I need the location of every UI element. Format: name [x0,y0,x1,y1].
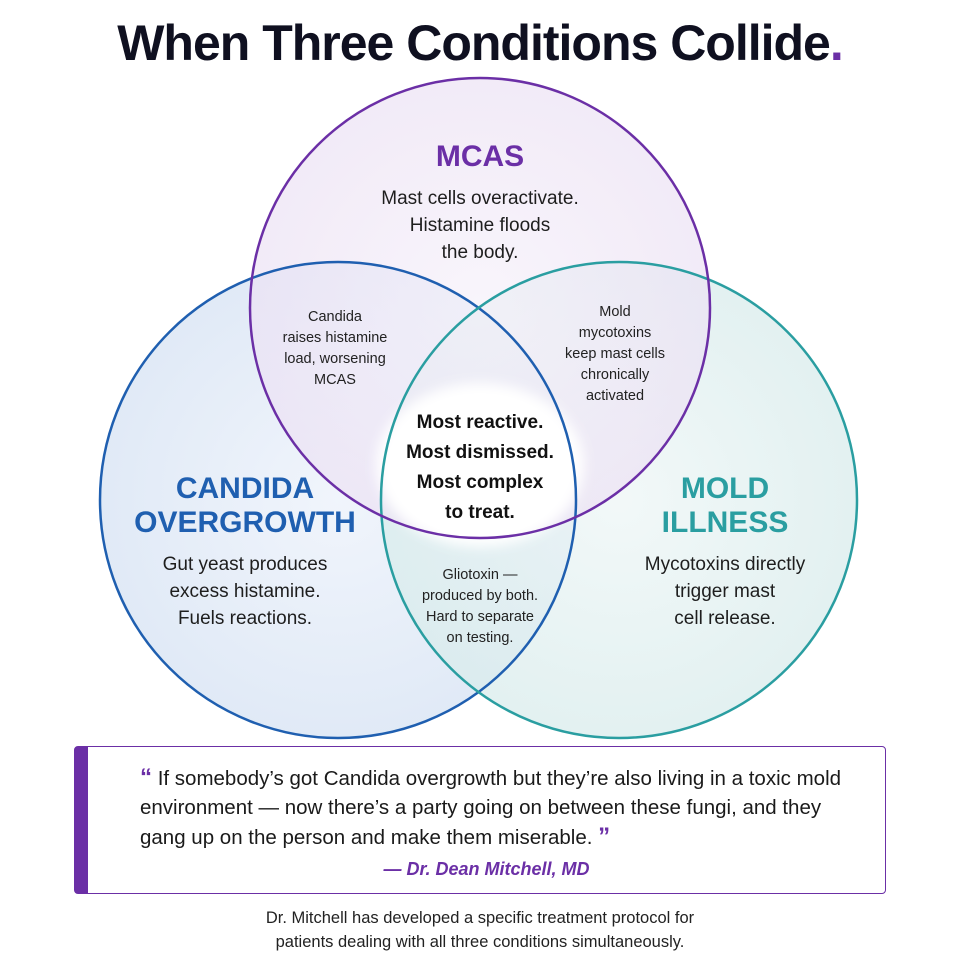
footer-note: Dr. Mitchell has developed a specific tr… [265,909,695,951]
mold-description: Mycotoxins directly trigger mast cell re… [644,554,806,629]
quote-box: “ If somebody’s got Candida overgrowth b… [74,746,886,894]
center-highlight-core [388,393,572,537]
quote-open-mark: “ [140,764,152,791]
mcas-description: Mast cells overactivate. Histamine flood… [381,188,579,263]
mold-heading: MOLD ILLNESS [661,472,789,539]
mcas-heading: MCAS [435,140,525,173]
center-text: Most reactive. Most dismissed. Most comp… [406,412,554,523]
candida-circle [98,260,578,740]
mcas-circle [248,76,712,540]
mold-circle [379,260,859,740]
candida-description: Gut yeast produces excess histamine. Fue… [162,554,328,629]
overlap-candida-mold: Gliotoxin — produced by both. Hard to se… [421,567,539,646]
page-title: When Three Conditions Collide. [117,15,844,71]
quote-text: “ If somebody’s got Candida overgrowth b… [140,764,842,850]
overlap-mcas-candida: Candida raises histamine load, worsening… [282,309,388,388]
overlap-mcas-mold: Mold mycotoxins keep mast cells chronica… [565,304,665,404]
title-dot: . [829,15,844,71]
candida-heading: CANDIDA OVERGROWTH [134,472,356,539]
quote-close-mark: ” [598,823,611,850]
quote-attribution: — Dr. Dean Mitchell, MD [383,859,590,879]
